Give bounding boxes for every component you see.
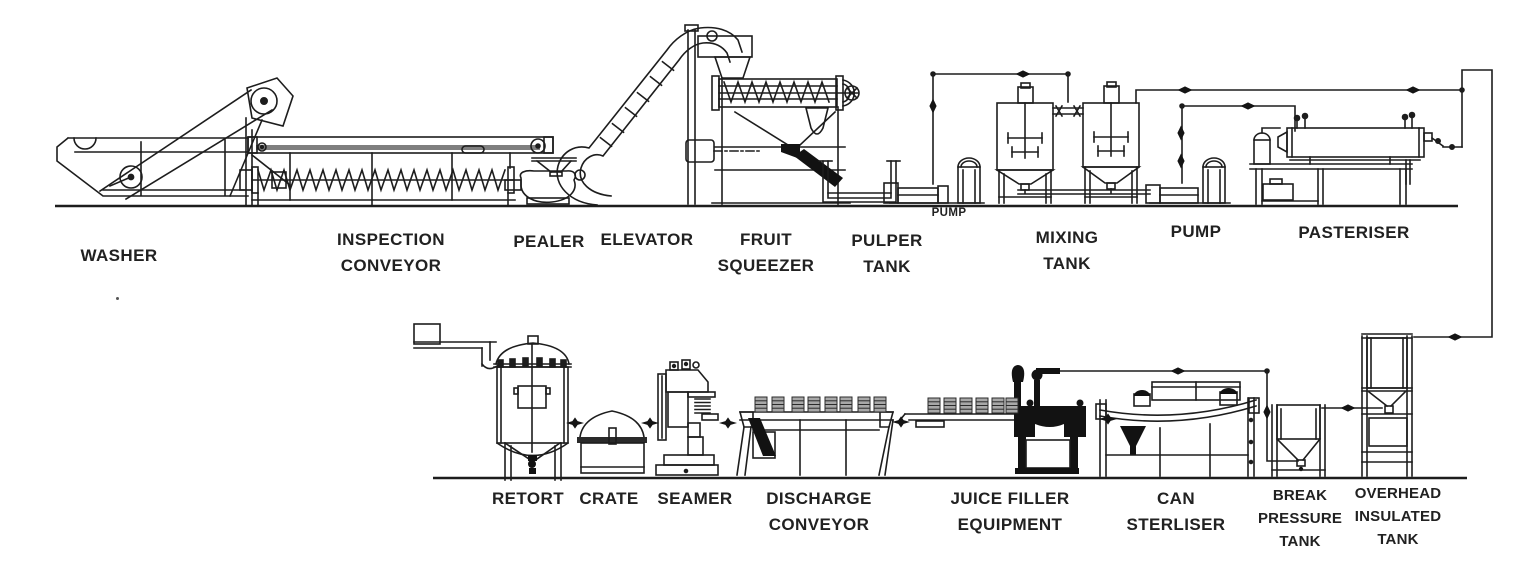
label-washer: WASHER	[80, 246, 158, 265]
juice-filler-drawing	[898, 365, 1086, 474]
label-pasteriser: PASTERISER	[1298, 223, 1410, 242]
elevator-drawing	[556, 24, 744, 206]
retort-chute-drawing	[413, 323, 499, 370]
label-pulper-tank: PULPER TANK	[851, 231, 923, 276]
pulper-pump-drawing	[883, 157, 985, 204]
label-retort: RETORT	[492, 489, 564, 508]
label-discharge-conveyor: DISCHARGE CONVEYOR	[766, 489, 872, 534]
label-seamer: SEAMER	[657, 489, 733, 508]
seamer-drawing	[655, 359, 719, 476]
label-fruit-squeezer: FRUIT SQUEEZER	[717, 230, 815, 275]
label-elevator: ELEVATOR	[600, 230, 694, 249]
pipework-top	[930, 69, 1493, 462]
pump-drawing	[1145, 157, 1231, 204]
label-mixing-tank: MIXING TANK	[1035, 228, 1099, 273]
pasteriser-drawing	[1249, 111, 1463, 205]
label-inspection-conveyor: INSPECTION CONVEYOR	[337, 230, 445, 275]
break-pressure-tank-drawing	[1271, 404, 1326, 477]
stray-mark	[116, 297, 119, 300]
overhead-insulated-tank-drawing	[1361, 333, 1413, 477]
label-juice-filler: JUICE FILLER EQUIPMENT	[950, 489, 1070, 534]
fruit-squeezer-drawing	[685, 35, 860, 205]
washer-drawing	[56, 77, 294, 206]
label-pump: PUMP	[1170, 222, 1222, 241]
cans-on-conveyors	[754, 396, 1019, 414]
discharge-conveyor-drawing	[736, 411, 895, 476]
pulper-tank-drawing	[818, 160, 901, 203]
label-overhead-insulated-tank: OVERHEAD INSULATED TANK	[1354, 485, 1442, 548]
inspection-conveyor-drawing	[239, 136, 554, 207]
label-break-pressure-tank: BREAK PRESSURE TANK	[1257, 487, 1343, 550]
label-crate: CRATE	[579, 489, 639, 508]
retort-drawing	[493, 335, 572, 481]
can-steriliser-drawing	[1095, 381, 1260, 477]
crate-drawing	[577, 410, 647, 474]
mixing-tank-drawing	[994, 81, 1151, 204]
label-pealer: PEALER	[513, 232, 585, 251]
pealer-drawing	[504, 157, 577, 205]
label-can-steriliser: CAN STERLISER	[1126, 489, 1226, 534]
label-pulper-pump: PUMP	[931, 207, 967, 219]
